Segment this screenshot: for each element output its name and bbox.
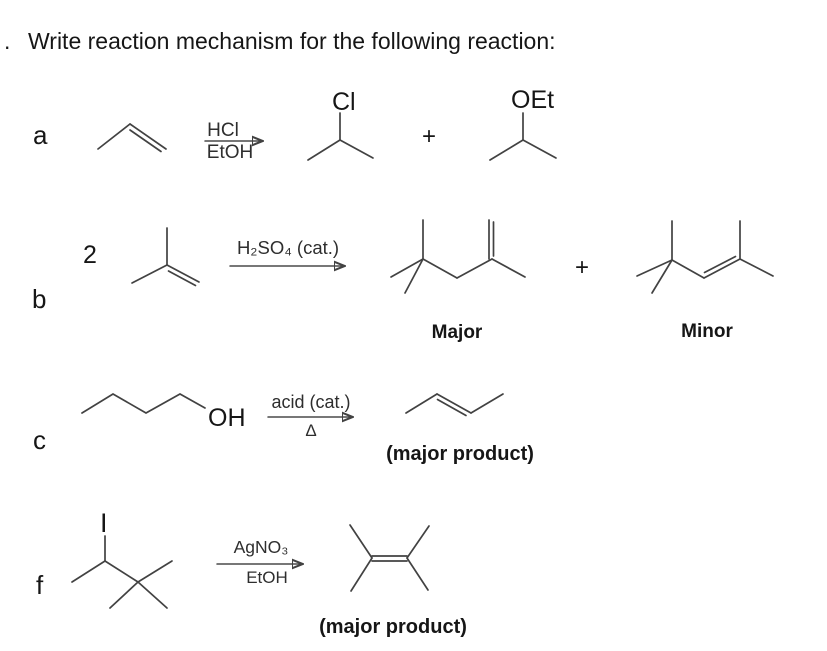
delta-heat-label: Δ — [305, 421, 317, 440]
hydroxyl-label: OH — [208, 404, 246, 432]
major-product-tag-f: (major product) — [319, 616, 467, 638]
stoichiometric-coefficient: 2 — [83, 241, 97, 269]
propene-structure — [97, 123, 167, 153]
page-title: Write reaction mechanism for the followi… — [28, 28, 556, 54]
solvent-etoh-a: EtOH — [206, 142, 254, 163]
plus-sign-b: + — [575, 254, 590, 281]
alkyl-iodide-structure — [71, 535, 173, 609]
section-label-c: c — [33, 425, 46, 455]
reagent-agno3: AgNO₃ — [233, 537, 289, 557]
diisobutylene-minor-structure — [636, 220, 774, 294]
atom-label-cl: Cl — [332, 88, 356, 116]
butanol-structure — [81, 393, 206, 414]
reagent-h2so4: H₂SO₄ (cat.) — [236, 237, 340, 258]
isopropyl-ethyl-ether-structure — [489, 112, 557, 161]
butene-structure — [405, 393, 504, 417]
major-product-tag-c: (major product) — [386, 443, 534, 465]
tetramethylethylene-structure — [349, 524, 430, 592]
major-tag: Major — [431, 322, 483, 343]
plus-sign-a: + — [422, 123, 437, 150]
reagent-hcl: HCl — [207, 120, 239, 141]
atom-label-oet: OEt — [511, 86, 555, 114]
list-marker-dot: . — [4, 28, 11, 54]
minor-tag: Minor — [681, 321, 733, 342]
section-label-f: f — [36, 570, 44, 600]
isobutylene-structure — [131, 227, 200, 287]
atom-label-iodine: I — [100, 508, 108, 538]
diisobutylene-major-structure — [390, 219, 526, 294]
reagent-acid: acid (cat.) — [271, 392, 351, 412]
section-label-b: b — [32, 284, 47, 314]
solvent-etoh-f: EtOH — [246, 568, 288, 587]
section-label-a: a — [33, 120, 48, 150]
isopropyl-chloride-structure — [307, 112, 374, 161]
